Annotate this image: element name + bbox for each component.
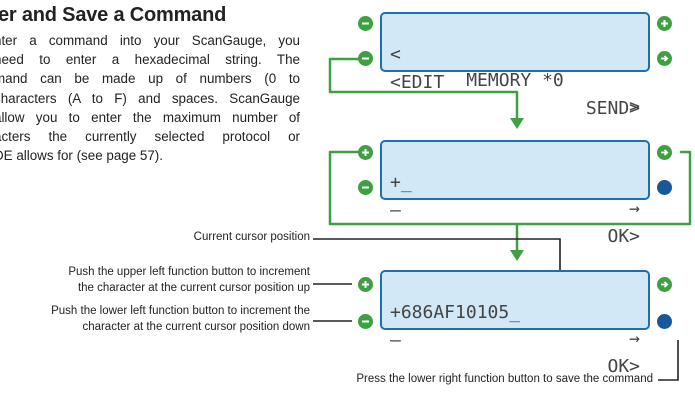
screen-cursor-arrow: →	[629, 328, 640, 349]
callout-line: Push the lower left function button to i…	[51, 305, 310, 317]
paragraph-line: nter a command into your ScanGauge, you	[0, 33, 300, 48]
upper-left-callout: Push the upper left function button to i…	[68, 265, 310, 296]
down-arrow-icon	[510, 250, 524, 261]
upper-right-button[interactable]	[657, 277, 672, 292]
screen-send-label: SEND>	[585, 98, 640, 119]
minus-icon	[362, 320, 369, 323]
section-title: er and Save a Command	[0, 4, 227, 26]
callout-line: the character at the current cursor posi…	[77, 281, 310, 294]
lcd-screen-memory: < MEMORY *0 > <EDIT SEND>	[380, 12, 650, 119]
screen-ok-label: OK>	[607, 356, 640, 377]
paragraph-line: allow you to enter the maximum number of	[0, 109, 300, 125]
lower-right-button[interactable]	[657, 180, 672, 195]
screen-cursor-arrow: →	[629, 198, 640, 219]
upper-left-button[interactable]	[358, 277, 373, 292]
plus-icon	[661, 20, 668, 27]
screen-edit-label: <EDIT	[390, 72, 445, 93]
lower-right-button[interactable]	[657, 314, 672, 329]
lcd-screen-edit-entered: +686AF10105_ → – OK>	[380, 270, 650, 377]
paragraph-line: need to enter a hexadecimal string. The	[0, 52, 300, 68]
minus-icon	[362, 57, 369, 60]
arrow-right-icon	[661, 55, 669, 62]
lower-right-callout: Press the lower right function button to…	[356, 373, 653, 385]
cursor-position-label: Current cursor position	[193, 231, 310, 243]
minus-icon	[362, 186, 369, 189]
paragraph-line: mand can be made up of numbers (0 to	[0, 71, 300, 87]
lower-left-button[interactable]	[358, 314, 373, 329]
plus-icon	[362, 149, 369, 156]
screen-input-text: +_	[390, 172, 412, 193]
minus-icon	[362, 22, 369, 25]
lower-left-callout: Push the lower left function button to i…	[51, 304, 310, 335]
lower-right-button[interactable]	[657, 51, 672, 66]
upper-left-button[interactable]	[358, 16, 373, 31]
plus-icon	[362, 281, 369, 288]
connector-lines	[313, 57, 692, 381]
upper-right-button[interactable]	[657, 16, 672, 31]
screen-input-text: +686AF10105_	[390, 302, 521, 323]
arrow-right-icon	[661, 149, 669, 156]
screen-next-arrow: >	[629, 96, 640, 117]
lower-left-button[interactable]	[358, 180, 373, 195]
lower-left-button[interactable]	[358, 51, 373, 66]
arrow-right-icon	[661, 281, 669, 288]
instruction-paragraph: nter a command into your ScanGauge, you …	[0, 31, 300, 165]
callout-line: Push the upper left function button to i…	[68, 266, 310, 278]
screen-ok-label: OK>	[607, 226, 640, 247]
upper-right-button[interactable]	[657, 145, 672, 160]
screen-minus-label: –	[390, 200, 401, 221]
callout-line: character at the current cursor position…	[82, 320, 310, 333]
upper-left-button[interactable]	[358, 145, 373, 160]
lcd-screen-edit-empty: +_ → – OK>	[380, 140, 650, 247]
paragraph-line: DE allows for (see page 57).	[0, 148, 163, 164]
paragraph-line: acters the currently selected protocol o…	[0, 129, 300, 145]
screen-minus-label: –	[390, 330, 401, 351]
screen-memory-title: MEMORY *0	[466, 70, 564, 91]
screen-prev-arrow: <	[390, 44, 401, 65]
down-arrow-icon	[510, 118, 524, 129]
paragraph-line: characters (A to F) and spaces. ScanGaug…	[0, 90, 300, 106]
